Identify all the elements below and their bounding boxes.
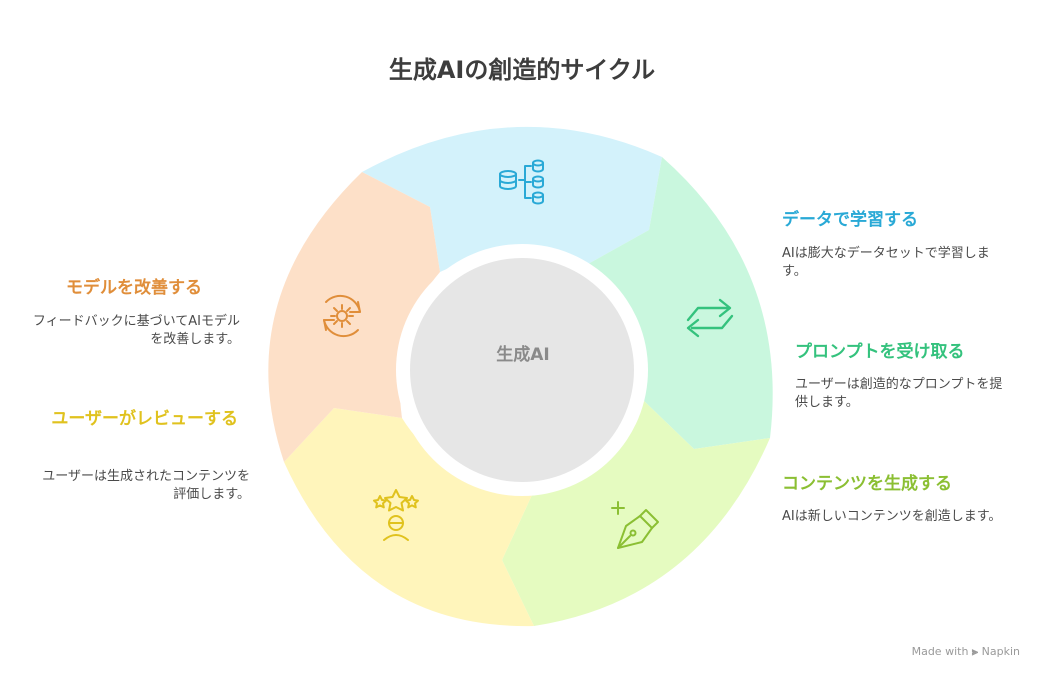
- center-circle: [410, 258, 634, 482]
- center-label: 生成AI: [496, 345, 550, 365]
- watermark-brand: Napkin: [981, 645, 1020, 658]
- step-prompt-title: プロンプトを受け取る: [795, 342, 965, 362]
- step-improve-title: モデルを改善する: [66, 278, 202, 298]
- segment-generate: [502, 400, 770, 626]
- napkin-logo-icon: ⫸: [971, 645, 979, 658]
- database-network-icon: [499, 159, 544, 205]
- step-review-description: ユーザーは生成されたコンテンツを評価します。: [42, 469, 250, 502]
- segment-review: [284, 408, 534, 627]
- step-review-title: ユーザーがレビューする: [51, 409, 238, 429]
- step-improve-description: フィードバックに基づいてAIモデルを改善します。: [32, 314, 240, 347]
- segment-prompt: [588, 157, 773, 449]
- rating-stars-icon: [373, 489, 419, 541]
- exchange-arrows-icon: [686, 298, 734, 338]
- page-title: 生成AIの創造的サイクル: [388, 56, 656, 84]
- watermark-text: Made with: [911, 645, 969, 658]
- gear-cycle-icon: [323, 294, 361, 338]
- segment-learn: [362, 126, 662, 272]
- napkin-watermark[interactable]: Made with ⫸ Napkin: [912, 645, 1020, 659]
- step-prompt-description: ユーザーは創造的なプロンプトを提供します。: [795, 377, 1003, 410]
- step-learn-description: AIは膨大なデータセットで学習します。: [782, 246, 990, 279]
- segment-improve: [268, 172, 440, 462]
- step-generate-title: コンテンツを生成する: [782, 474, 952, 494]
- step-learn-title: データで学習する: [782, 210, 918, 230]
- pen-nib-icon: [611, 501, 659, 549]
- step-generate-description: AIは新しいコンテンツを創造します。: [782, 509, 1002, 524]
